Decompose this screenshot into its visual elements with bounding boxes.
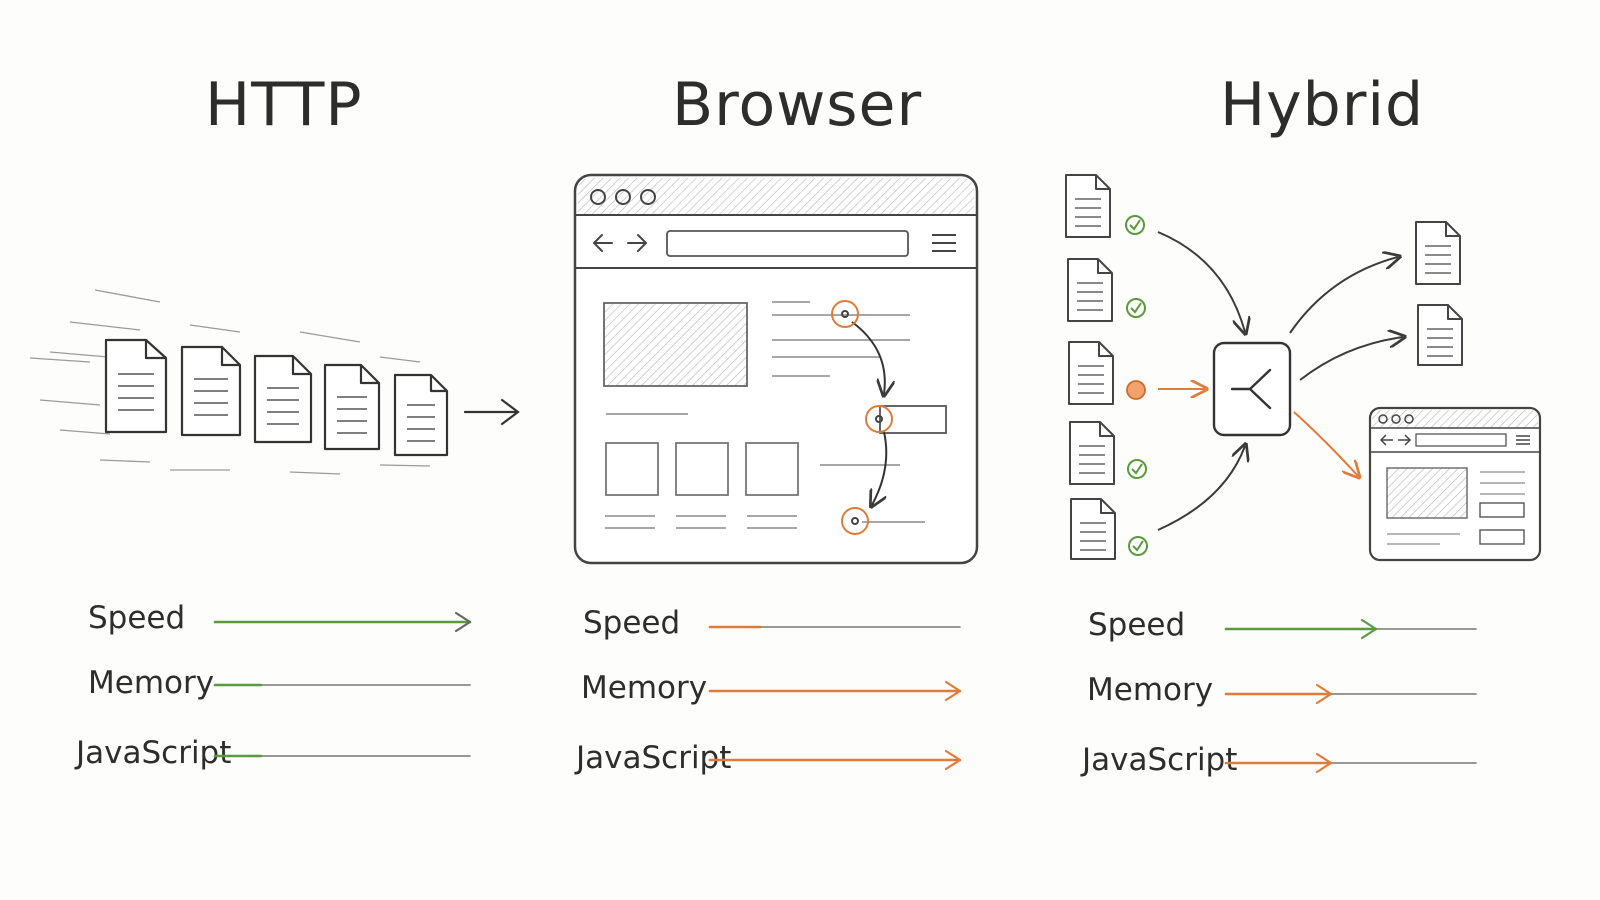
document-icon: [1067, 258, 1113, 322]
browser-memory-label: Memory: [581, 670, 708, 706]
hybrid-memory-arrowhead: [1315, 683, 1333, 705]
browser-memory-arrowhead: [944, 680, 962, 702]
http-documents: [104, 338, 449, 457]
document-icon: [393, 373, 449, 457]
document-icon: [1069, 421, 1115, 485]
check-icon: [1128, 536, 1148, 556]
mini-browser-window-icon: [1368, 406, 1542, 562]
check-icon: [1126, 298, 1146, 318]
status-markers: [1125, 215, 1148, 556]
document-icon: [180, 345, 242, 437]
browser-javascript-arrowhead: [944, 749, 962, 771]
document-icon: [1070, 498, 1116, 560]
forward-arrow-icon: [627, 234, 648, 252]
menu-icon: [932, 234, 956, 252]
hybrid-documents: [1065, 174, 1463, 560]
window-dot-icon: [640, 189, 656, 205]
content-image: [603, 302, 748, 387]
window-dot-icon: [615, 189, 631, 205]
http-title: HTTP: [205, 70, 363, 140]
hybrid-speed-label: Speed: [1088, 607, 1186, 643]
browser-title: Browser: [672, 70, 923, 140]
http-memory-label: Memory: [88, 665, 215, 701]
arrow-icon: [463, 398, 520, 426]
document-icon: [1065, 174, 1111, 238]
http-javascript-label: JavaScript: [76, 735, 232, 771]
check-icon: [1127, 459, 1147, 479]
input-box: [879, 405, 947, 434]
check-icon: [1125, 215, 1145, 235]
http-speed-arrowhead: [454, 611, 472, 633]
document-icon: [104, 338, 168, 434]
document-icon: [323, 363, 381, 451]
browser-javascript-label: JavaScript: [576, 740, 732, 776]
http-speed-label: Speed: [88, 600, 186, 636]
browser-window-icon: [573, 173, 979, 565]
hybrid-javascript-arrowhead: [1315, 752, 1333, 774]
back-arrow-icon: [592, 234, 613, 252]
hybrid-memory-label: Memory: [1087, 672, 1214, 708]
hybrid-flow-arrows: [1157, 231, 1403, 531]
metric-bars: [213, 611, 1477, 774]
hybrid-title: Hybrid: [1220, 70, 1425, 140]
pending-dot-icon: [1126, 380, 1146, 400]
click-target-icon: [841, 507, 869, 535]
document-icon: [1068, 341, 1114, 405]
click-target-icon: [831, 300, 859, 328]
document-icon: [1417, 304, 1463, 366]
browser-speed-label: Speed: [583, 605, 681, 641]
window-dot-icon: [590, 189, 606, 205]
hybrid-speed-arrowhead: [1360, 618, 1378, 640]
document-icon: [1415, 221, 1461, 285]
hybrid-javascript-label: JavaScript: [1082, 742, 1238, 778]
address-bar: [666, 230, 909, 257]
router-icon: [1212, 341, 1292, 437]
click-target-icon: [865, 405, 893, 433]
document-icon: [253, 354, 313, 444]
